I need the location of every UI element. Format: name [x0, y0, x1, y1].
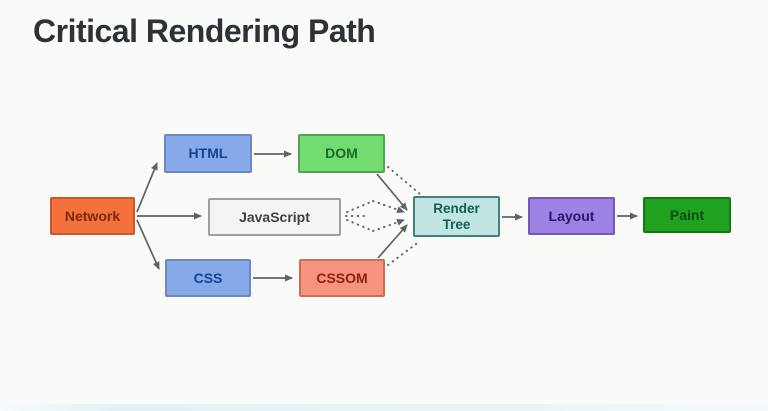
- node-layout: Layout: [528, 197, 615, 235]
- node-dom: DOM: [298, 134, 385, 173]
- node-cssom: CSSOM: [299, 259, 385, 297]
- node-render-tree: Render Tree: [413, 196, 500, 237]
- node-network: Network: [50, 197, 135, 235]
- edge-dom-rendertree: [376, 173, 408, 211]
- node-layout-label: Layout: [548, 207, 595, 224]
- node-css: CSS: [165, 259, 251, 297]
- node-cssom-label: CSSOM: [316, 269, 368, 286]
- node-dom-label: DOM: [325, 145, 358, 162]
- edge-cssom-rendertree: [377, 224, 408, 259]
- edge-dotted-parallel-dom: [387, 166, 421, 195]
- edge-dotted-parallel-cssom: [387, 240, 421, 266]
- edge-network-css: [136, 219, 160, 270]
- node-html: HTML: [164, 134, 252, 173]
- node-render-tree-label: Render Tree: [433, 200, 480, 232]
- node-paint: Paint: [643, 197, 731, 233]
- edge-dotted-js-up: [346, 200, 374, 213]
- edge-dotted-js-down: [346, 219, 374, 232]
- edge-network-html: [136, 162, 158, 213]
- node-html-label: HTML: [188, 145, 228, 162]
- bottom-edge-strip: [0, 404, 768, 411]
- node-javascript: JavaScript: [208, 198, 341, 236]
- node-css-label: CSS: [193, 269, 223, 286]
- node-network-label: Network: [64, 207, 121, 224]
- node-paint-label: Paint: [669, 206, 705, 223]
- node-javascript-label: JavaScript: [239, 208, 310, 225]
- page-title: Critical Rendering Path: [33, 13, 376, 49]
- edge-dotted-js-down-converge: [372, 219, 405, 232]
- edge-dotted-js-up-converge: [372, 200, 405, 213]
